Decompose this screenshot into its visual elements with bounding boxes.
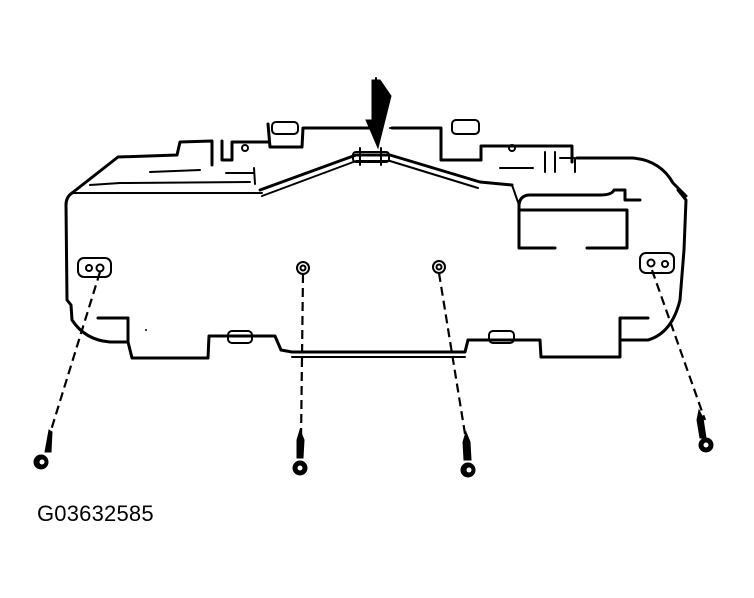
clip-right	[488, 330, 515, 344]
cluster-main-body	[64, 184, 688, 360]
cluster-upper-shell	[70, 119, 688, 198]
bottom-clips	[227, 330, 515, 344]
mounting-holes	[77, 252, 675, 278]
screw-left-center-icon	[292, 428, 308, 476]
pointer-arrow-icon	[365, 77, 442, 150]
screw-right-outer-icon	[696, 408, 714, 453]
screw-leader-lines	[46, 269, 707, 441]
screw-right-center-icon	[460, 430, 476, 478]
screw-left-outer-icon	[33, 429, 53, 470]
mount-boss-left	[77, 257, 112, 278]
mount-boss-right	[639, 252, 675, 274]
mount-hole-right-center	[432, 260, 446, 274]
clip-left	[227, 330, 253, 344]
center-connector	[352, 147, 390, 166]
figure-id-label: G03632585	[37, 501, 154, 526]
mount-hole-left-center	[296, 261, 310, 275]
